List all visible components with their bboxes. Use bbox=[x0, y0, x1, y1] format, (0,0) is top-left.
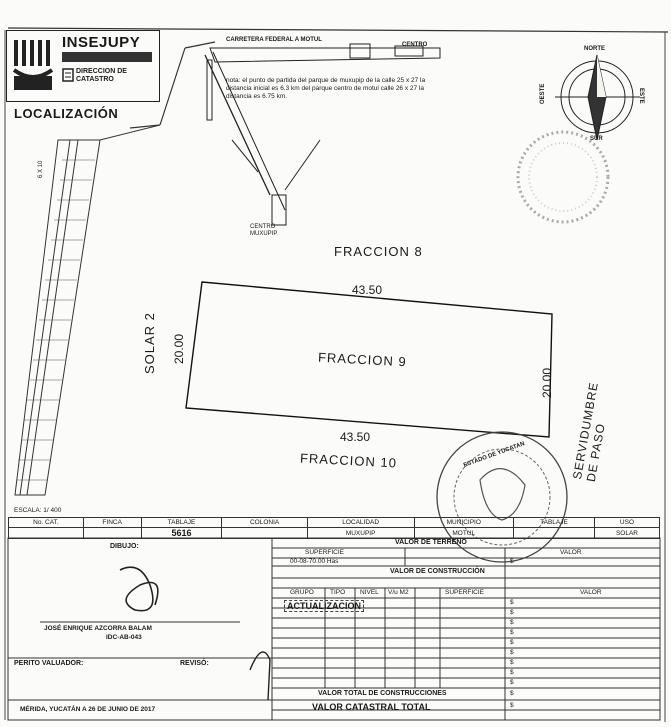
currency-row-6: $ bbox=[510, 649, 514, 656]
dim-bottom-label: 43.50 bbox=[340, 430, 371, 444]
currency-row-1: $ bbox=[510, 599, 514, 606]
fraccion-8-label: FRACCION 8 bbox=[334, 244, 423, 259]
insejupy-logo-icon bbox=[12, 40, 54, 90]
brand-title: INSEJUPY bbox=[62, 34, 141, 51]
currency-row-2: $ bbox=[510, 609, 514, 616]
valor-total-construcciones: VALOR TOTAL DE CONSTRUCCIONES bbox=[318, 690, 447, 697]
superficie-value: 00-08-70.00 Has bbox=[290, 558, 339, 565]
dibujo-label: DIBUJO: bbox=[110, 543, 139, 550]
const-col-superficie: SUPERFICIE bbox=[445, 589, 485, 596]
reviso-label: REVISÓ: bbox=[180, 660, 209, 667]
logo-box bbox=[6, 30, 160, 102]
currency-total-const: $ bbox=[510, 690, 514, 697]
catastro-icon bbox=[62, 68, 74, 82]
dim-top-label: 43.50 bbox=[352, 283, 383, 297]
muxupip-label: CENTRO MUXUPIP bbox=[250, 224, 278, 237]
drafter-name: JOSÉ ENRIQUE AZCORRA BALAM bbox=[44, 625, 152, 632]
actualizacion-stamp: ACTUALIZACION bbox=[284, 600, 364, 612]
valor-terreno-title: VALOR DE TERRENO bbox=[395, 539, 467, 546]
currency-row-8: $ bbox=[510, 669, 514, 676]
const-col-nivel: NIVEL bbox=[360, 589, 379, 596]
valor-header: VALOR bbox=[560, 549, 582, 556]
valor-catastral-total: VALOR CATASTRAL TOTAL bbox=[312, 702, 431, 712]
localizacion-title: LOCALIZACIÓN bbox=[14, 106, 119, 121]
north-label: NORTE bbox=[584, 46, 605, 52]
valor-construccion-title: VALOR DE CONSTRUCCIÓN bbox=[390, 568, 485, 575]
const-col-valor: VALOR bbox=[580, 589, 602, 596]
currency-row-4: $ bbox=[510, 629, 514, 636]
drafter-id: IDC-AB-043 bbox=[106, 634, 142, 641]
centro-label: CENTRO bbox=[402, 42, 428, 48]
const-col-vu: V/u M2 bbox=[388, 589, 409, 596]
superficie-header: SUPERFICIE bbox=[305, 549, 345, 556]
const-col-grupo: GRUPO bbox=[290, 589, 314, 596]
south-label: SUR bbox=[590, 136, 603, 142]
department-label: DIRECCION DE CATASTRO bbox=[76, 68, 127, 83]
cadastral-header-table: No. CAT. FINCA TABLAJE COLONIA LOCALIDAD… bbox=[8, 517, 661, 539]
perito-label: PERITO VALUADOR: bbox=[14, 660, 84, 667]
distance-note: nota: el punto de partida del parque de … bbox=[226, 77, 426, 100]
fecha-label: MÉRIDA, YUCATÁN A 26 DE JUNIO DE 2017 bbox=[20, 706, 156, 713]
road-label: CARRETERA FEDERAL A MOTUL bbox=[226, 37, 322, 43]
valor-terreno-value: $ bbox=[510, 558, 514, 565]
currency-row-3: $ bbox=[510, 619, 514, 626]
currency-row-9: $ bbox=[510, 679, 514, 686]
currency-row-7: $ bbox=[510, 659, 514, 666]
currency-total-catastral: $ bbox=[510, 702, 514, 709]
brand-subtitle-bar bbox=[62, 52, 152, 62]
escala-label: ESCALA: 1/ 400 bbox=[14, 507, 62, 514]
currency-row-5: $ bbox=[510, 639, 514, 646]
const-col-tipo: TIPO bbox=[330, 589, 346, 596]
